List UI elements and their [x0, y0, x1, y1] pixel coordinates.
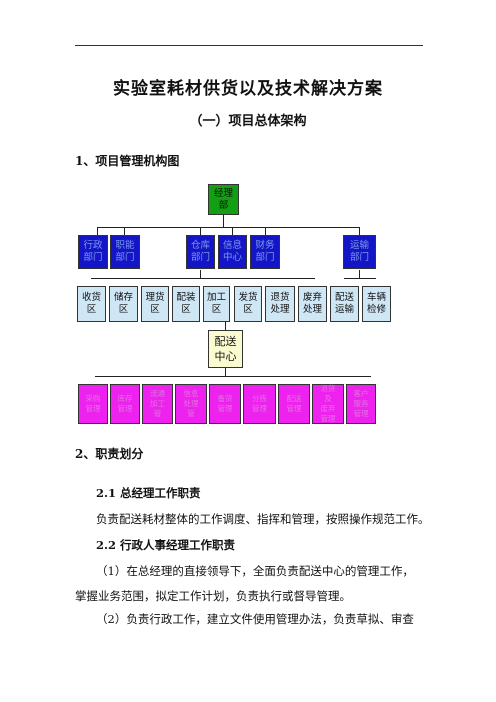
org-node-function: 客户 服务 管理 — [346, 384, 376, 424]
org-node-info-center: 信息 中心 — [218, 235, 247, 269]
org-node-area: 加工 区 — [203, 286, 230, 322]
document-title: 实验室耗材供货以及技术解决方案 — [113, 79, 383, 99]
org-node-area: 车辆 检修 — [362, 286, 391, 322]
heading-org-chart: 1、项目管理机构图 — [75, 154, 180, 168]
org-node-area: 理货 区 — [141, 286, 169, 322]
org-node-admin-dept: 行政 部门 — [78, 235, 108, 269]
org-node-area: 储存 区 — [109, 286, 138, 322]
org-node-function: 流通 加工 管 — [142, 384, 173, 424]
org-node-area: 配装 区 — [172, 286, 200, 322]
org-node-distribution-center: 配送 中心 — [208, 330, 243, 368]
org-node-area: 退货 处理 — [265, 286, 295, 322]
org-node-area: 发货 区 — [234, 286, 262, 322]
org-node-function: 退货 及 废弃 管理 — [312, 384, 344, 424]
heading-responsibilities: 2、职责划分 — [75, 447, 144, 461]
paragraph-admin-duties-1a: （1）在总经理的直接领导下，全面负责配送中心的管理工作， — [96, 564, 414, 578]
org-node-function: 库存 管理 — [110, 384, 140, 424]
subheading-admin-duties: 2.2 行政人事经理工作职责 — [96, 538, 236, 552]
paragraph-admin-duties-1b: 掌握业务范围，拟定工作计划，负责执行或督导管理。 — [75, 589, 351, 603]
org-node-function: 采购 管理 — [78, 384, 108, 424]
org-node-transport-dept: 运输 部门 — [343, 235, 376, 269]
org-node-area: 配送 运输 — [330, 286, 359, 322]
org-node-finance-dept: 财务 部门 — [250, 235, 280, 269]
section-title: （一）项目总体架构 — [189, 114, 307, 129]
org-node-function: 备货 管理 — [209, 384, 241, 424]
org-node-warehouse-dept: 仓库 部门 — [186, 235, 215, 269]
org-node-area: 收货 区 — [77, 286, 106, 322]
org-node-area: 废弃 处理 — [298, 286, 327, 322]
org-node-function-dept: 职能 部门 — [110, 235, 140, 269]
header-rule — [75, 45, 423, 46]
org-node-function: 分拣 管理 — [243, 384, 276, 424]
org-node-function: 信息 处理 管 — [175, 384, 207, 424]
subheading-gm-duties: 2.1 总经理工作职责 — [96, 486, 201, 500]
paragraph-admin-duties-2a: （2）负责行政工作，建立文件使用管理办法，负责草拟、审查 — [96, 612, 414, 626]
org-node-function: 配送 管理 — [278, 384, 310, 424]
paragraph-gm-duties: 负责配送耗材整体的工作调度、指挥和管理，按照操作规范工作。 — [96, 512, 430, 526]
org-node-manager: 经理 部 — [208, 184, 239, 215]
